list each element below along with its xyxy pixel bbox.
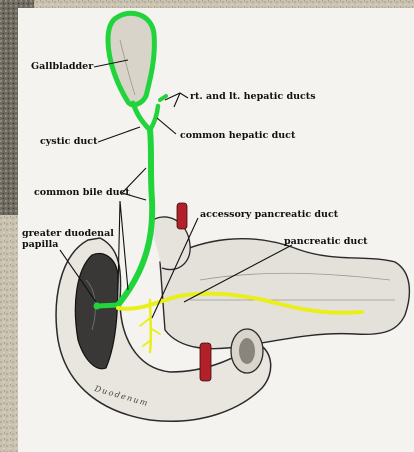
label-hepatic-ducts: rt. and lt. hepatic ducts	[190, 92, 316, 102]
label-common-bile-duct: common bile duct	[34, 188, 130, 198]
blood-vessel-lower	[200, 343, 211, 381]
label-gallbladder: Gallbladder	[31, 62, 93, 72]
label-cystic-duct: cystic duct	[40, 137, 97, 147]
label-common-hepatic-duct: common hepatic duct	[180, 131, 295, 141]
papilla-marker	[94, 303, 101, 310]
label-pancreatic-duct: pancreatic duct	[284, 237, 368, 247]
blood-vessel-upper	[177, 203, 187, 229]
label-greater-duodenal-papilla-line2: papilla	[22, 240, 58, 250]
label-accessory-pancreatic-duct: accessory pancreatic duct	[200, 210, 338, 220]
gallbladder	[108, 13, 154, 105]
label-greater-duodenal-papilla-line1: greater duodenal	[22, 229, 114, 239]
